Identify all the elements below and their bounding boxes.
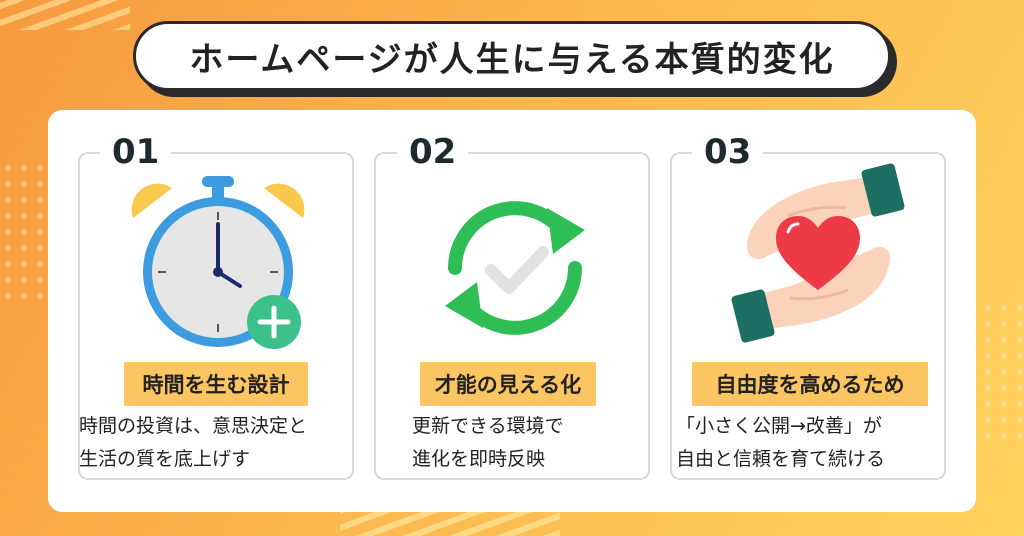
card-description-line: 更新できる環境で [412, 415, 564, 437]
card-description-line: 時間の投資は、意思決定と [79, 415, 308, 437]
card-label: 時間を生む設計 [124, 362, 308, 406]
card-description: 「小さく公開→改善」が 自由と信頼を育て続ける [676, 410, 885, 476]
page-title: ホームページが人生に与える本質的変化 [133, 21, 891, 91]
refresh-check-icon [435, 188, 595, 348]
background-stripes-top [0, 0, 130, 30]
card-description-line: 進化を即時反映 [412, 448, 546, 470]
card-description: 更新できる環境で 進化を即時反映 [412, 410, 564, 476]
card-number: 02 [397, 132, 469, 172]
card-description-line: 「小さく公開→改善」が [676, 415, 882, 437]
hands-heart-icon [728, 158, 908, 354]
card-label: 才能の見える化 [420, 362, 596, 406]
card-description-line: 自由と信頼を育て続ける [676, 448, 886, 470]
card-label: 自由度を高めるため [692, 362, 928, 406]
card-description: 時間の投資は、意思決定と 生活の質を底上げす [79, 410, 307, 476]
card-number: 03 [692, 132, 764, 172]
background-stripes-bottom [340, 512, 560, 536]
stopwatch-plus-icon [128, 172, 308, 352]
card-number: 01 [100, 132, 172, 172]
card-description-line: 生活の質を底上げす [79, 448, 251, 470]
